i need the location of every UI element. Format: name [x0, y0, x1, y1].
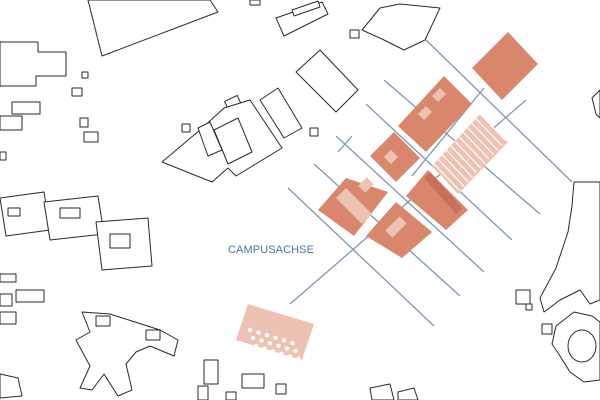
existing-building — [15, 289, 45, 303]
existing-building — [109, 233, 131, 249]
column-dot — [284, 346, 290, 351]
existing-building — [7, 207, 21, 217]
new-building — [398, 76, 472, 152]
column-dot — [267, 341, 273, 346]
existing-building — [87, 0, 219, 57]
column-dot — [290, 340, 295, 346]
existing-building — [567, 329, 597, 363]
existing-building — [203, 359, 219, 385]
existing-building — [11, 101, 41, 115]
hatch-lines — [433, 113, 507, 192]
hatch-line — [454, 140, 482, 169]
column-dot — [270, 349, 276, 354]
new-building-courtyard — [383, 149, 399, 165]
hatch-line — [437, 159, 465, 187]
existing-building — [369, 383, 395, 400]
existing-building — [0, 293, 13, 307]
existing-building — [95, 315, 111, 327]
column-dot — [287, 354, 293, 359]
column-dot — [296, 356, 301, 362]
campus-axis-label: CAMPUSACHSE — [228, 244, 314, 256]
hatch-line — [467, 127, 494, 156]
existing-building — [541, 323, 553, 335]
column-dot — [250, 335, 256, 341]
existing-building — [0, 373, 23, 399]
new-building-courtyard — [432, 88, 446, 102]
existing-building — [275, 383, 287, 395]
existing-building — [181, 123, 191, 133]
axis-line — [337, 135, 353, 153]
existing-building — [241, 373, 265, 389]
hatch-line — [462, 131, 490, 160]
hatch-line — [441, 154, 469, 183]
existing-building — [213, 117, 253, 165]
axis-line — [287, 187, 435, 327]
new-building-strip — [424, 172, 462, 214]
new-buildings — [236, 32, 538, 362]
column-dot — [247, 327, 253, 333]
existing-building — [0, 311, 17, 325]
hatch-line — [479, 113, 507, 142]
column-dot — [264, 333, 270, 338]
existing-building — [71, 87, 83, 97]
existing-building — [309, 127, 319, 137]
existing-building — [539, 181, 600, 313]
axis-line — [425, 39, 573, 183]
new-building-courtyard — [418, 106, 432, 120]
existing-building — [361, 3, 441, 51]
column-dot — [273, 335, 278, 340]
axis-line — [335, 135, 485, 273]
hatch-line — [450, 145, 478, 174]
pavilion-columns — [247, 327, 301, 362]
existing-building — [83, 131, 99, 143]
hatch-line — [433, 163, 461, 192]
existing-building — [75, 311, 179, 397]
existing-building — [349, 29, 360, 39]
existing-building — [249, 0, 261, 6]
existing-building — [145, 329, 161, 341]
column-dot — [262, 346, 267, 351]
new-building-hatched — [432, 113, 508, 194]
existing-building — [0, 151, 7, 161]
existing-building — [81, 71, 89, 79]
column-dot — [259, 338, 264, 343]
hatch-line — [446, 149, 473, 178]
column-dot — [253, 343, 259, 349]
existing-building — [0, 41, 67, 87]
existing-building — [225, 391, 237, 400]
hatch-line — [475, 118, 503, 146]
hatch-line — [471, 122, 499, 151]
hatch-line — [458, 136, 486, 165]
column-dot — [293, 348, 298, 354]
existing-building — [525, 303, 533, 311]
new-building — [406, 170, 468, 230]
column-dot — [276, 343, 281, 348]
existing-building — [59, 207, 81, 219]
existing-building — [79, 117, 89, 128]
existing-building — [397, 387, 419, 400]
new-building-courtyard — [385, 216, 407, 238]
existing-building — [295, 49, 359, 113]
existing-building — [515, 289, 531, 305]
column-dot — [256, 330, 261, 335]
existing-building — [197, 385, 209, 400]
column-dot — [279, 351, 284, 356]
new-building — [472, 32, 538, 100]
new-building-strip — [336, 188, 372, 224]
existing-building — [291, 0, 321, 17]
existing-building — [197, 121, 223, 157]
new-building-pavilion — [236, 304, 314, 360]
hatched-area — [432, 114, 508, 194]
column-dot — [281, 338, 287, 343]
existing-building — [0, 115, 23, 131]
existing-building — [591, 89, 600, 119]
axis-line — [411, 87, 485, 177]
existing-building — [0, 273, 17, 283]
new-building-courtyard — [358, 177, 374, 193]
existing-building — [259, 87, 303, 139]
